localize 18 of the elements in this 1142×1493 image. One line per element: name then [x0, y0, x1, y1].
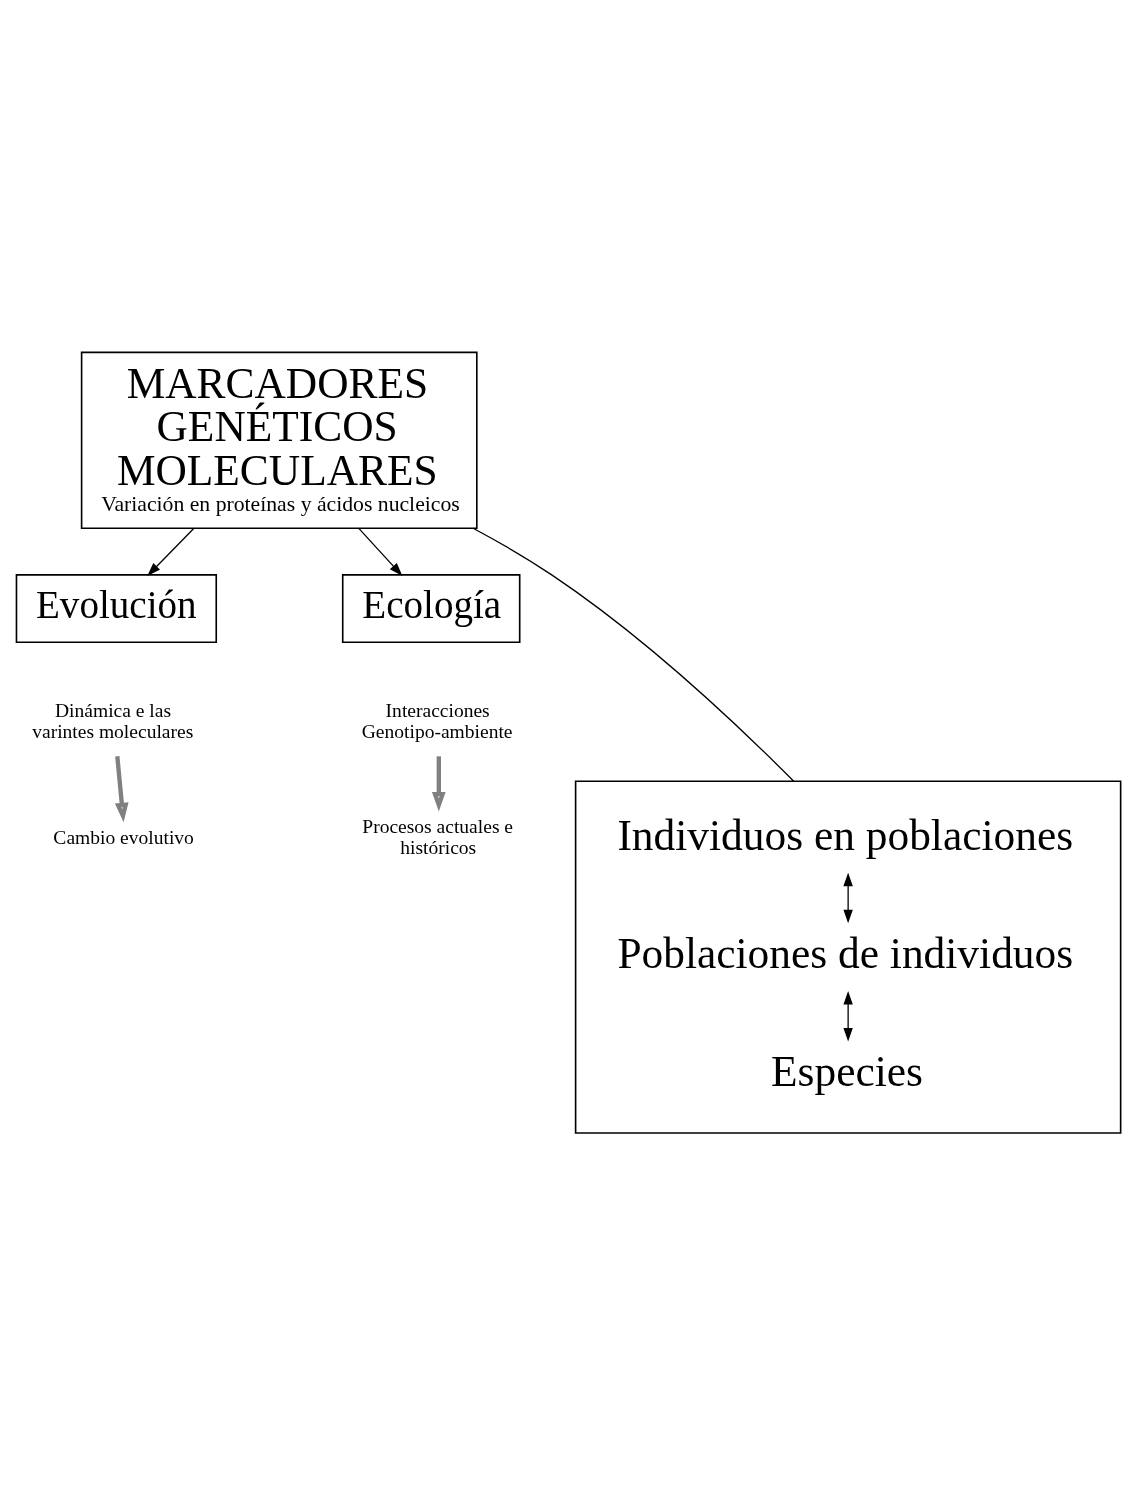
arrow [114, 755, 129, 822]
node-text: Cambio evolutivo [53, 826, 194, 848]
node-text: Poblaciones de individuos [617, 928, 1074, 977]
arrow [431, 755, 446, 812]
node-box: Evolución [15, 573, 218, 643]
node-text: Interacciones Genotipo-ambiente [361, 698, 513, 742]
node-box: Ecología [341, 573, 521, 643]
arrow [843, 990, 853, 1041]
cluster [574, 779, 1122, 1134]
node-text: Especies [771, 1046, 923, 1095]
node-text: Individuos en poblaciones [617, 810, 1074, 859]
connector [472, 527, 795, 782]
node-text: Procesos actuales e históricos [362, 815, 514, 858]
arrow [843, 872, 853, 923]
arrow [147, 527, 195, 576]
node-box: MARCADORES GENÉTICOS MOLECULARES Variación en proteínas y ácidos nucleicos [80, 351, 478, 529]
node-text: Dinámica e las varintes moleculares [32, 698, 194, 742]
arrow [358, 527, 403, 576]
